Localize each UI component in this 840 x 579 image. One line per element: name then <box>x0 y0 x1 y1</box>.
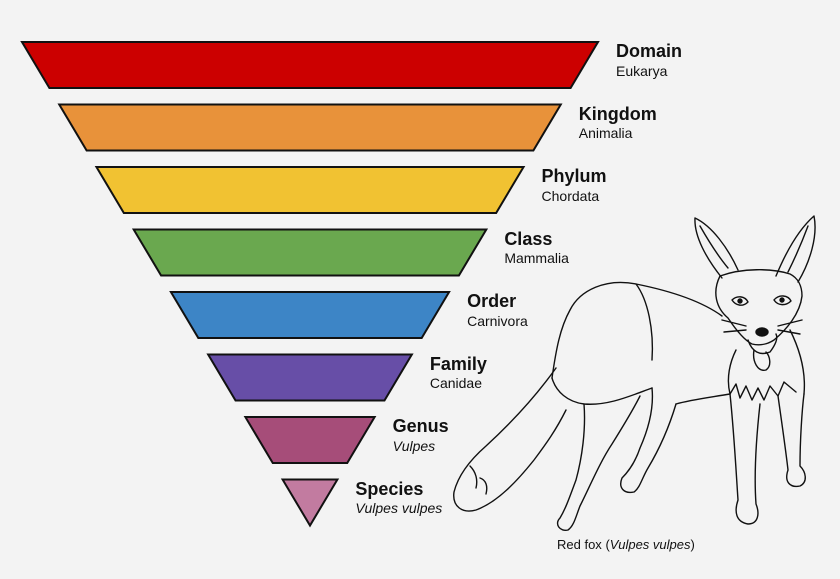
rank-name: Family <box>429 353 487 374</box>
taxon-name: Animalia <box>578 125 633 142</box>
band-phylum <box>94 166 526 214</box>
red-fox-illustration <box>453 215 816 532</box>
rank-name: Domain <box>616 41 683 61</box>
taxon-name: Chordata <box>541 187 600 204</box>
band-species <box>280 478 340 528</box>
rank-name: Class <box>504 228 553 249</box>
taxon-name: Vulpes vulpes <box>355 500 443 517</box>
band-domain <box>20 41 600 89</box>
band-kingdom <box>57 103 563 152</box>
rank-name: Kingdom <box>578 103 657 124</box>
species-caption: Red fox (Vulpes vulpes) <box>557 537 695 552</box>
rank-name: Genus <box>392 416 449 436</box>
rank-name: Order <box>467 291 517 311</box>
band-genus <box>243 416 377 464</box>
rank-name: Phylum <box>541 166 607 186</box>
band-family <box>206 353 414 402</box>
caption-close-paren: ) <box>690 537 695 552</box>
taxon-name: Canidae <box>429 375 482 392</box>
rank-name: Species <box>355 478 424 499</box>
taxon-name: Vulpes <box>392 437 436 454</box>
band-order <box>169 291 451 339</box>
taxon-name: Carnivora <box>467 312 528 329</box>
taxon-name: Eukarya <box>616 62 668 79</box>
taxon-name: Mammalia <box>504 250 569 267</box>
band-class <box>131 228 489 277</box>
caption-scientific-name: Vulpes vulpes <box>609 537 691 552</box>
caption-common-name: Red fox <box>557 537 602 552</box>
caption-open-paren: ( <box>605 537 610 552</box>
